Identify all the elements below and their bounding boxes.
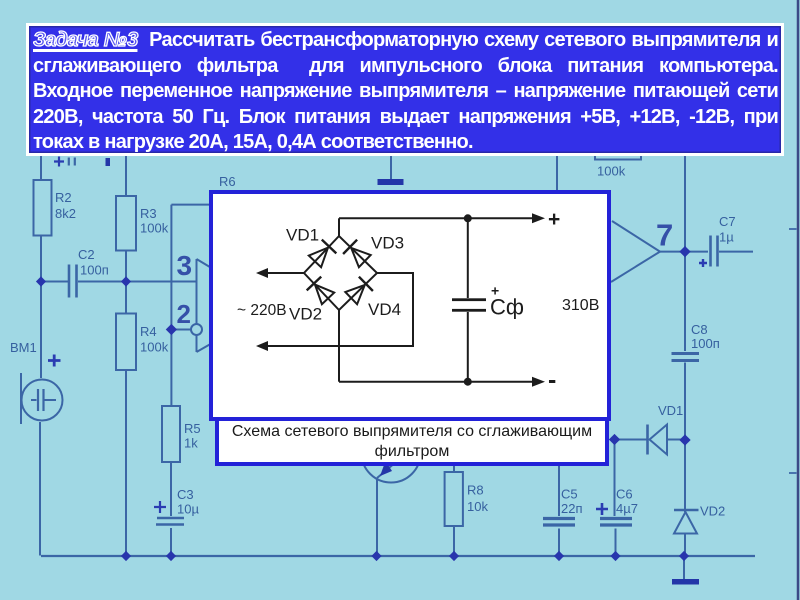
svg-text:C6: C6: [616, 487, 633, 502]
svg-text:BM1: BM1: [10, 340, 37, 355]
svg-text:R3: R3: [140, 206, 157, 221]
svg-text:C2: C2: [78, 247, 95, 262]
svg-text:~ 220В: ~ 220В: [237, 302, 287, 319]
svg-text:VD1: VD1: [286, 226, 319, 245]
svg-text:R4: R4: [140, 324, 157, 339]
svg-text:10µ: 10µ: [177, 502, 199, 517]
svg-text:100k: 100k: [140, 340, 169, 355]
svg-text:100k: 100k: [597, 164, 626, 179]
svg-text:C5: C5: [561, 487, 578, 502]
svg-text:2: 2: [177, 299, 191, 329]
svg-text:4µ7: 4µ7: [616, 501, 638, 516]
svg-text:R5: R5: [184, 421, 201, 436]
svg-text:+: +: [491, 283, 499, 299]
svg-text:R6: R6: [219, 174, 236, 189]
svg-text:8k2: 8k2: [55, 206, 76, 221]
svg-text:R2: R2: [55, 190, 72, 205]
svg-text:100k: 100k: [140, 221, 169, 236]
svg-text:22п: 22п: [561, 501, 583, 516]
svg-text:Сф: Сф: [490, 295, 524, 320]
svg-text:C3: C3: [177, 487, 194, 502]
svg-text:100п: 100п: [691, 336, 720, 351]
svg-text:3: 3: [177, 250, 193, 281]
svg-text:C8: C8: [691, 322, 708, 337]
svg-text:7: 7: [656, 218, 673, 253]
svg-text:R8: R8: [467, 483, 484, 498]
svg-text:VD2: VD2: [700, 504, 725, 519]
svg-text:VD1: VD1: [658, 403, 683, 418]
svg-text:10k: 10k: [467, 499, 488, 514]
svg-text:+: +: [548, 208, 560, 231]
svg-text:310В: 310В: [562, 297, 599, 314]
svg-text:VD3: VD3: [371, 234, 404, 253]
svg-text:1µ: 1µ: [719, 230, 734, 245]
svg-text:100п: 100п: [80, 263, 109, 278]
svg-text:VD2: VD2: [289, 305, 322, 324]
svg-text:1k: 1k: [184, 436, 198, 451]
svg-text:VD4: VD4: [368, 300, 401, 319]
svg-text:-: -: [548, 366, 556, 394]
svg-text:C7: C7: [719, 214, 736, 229]
